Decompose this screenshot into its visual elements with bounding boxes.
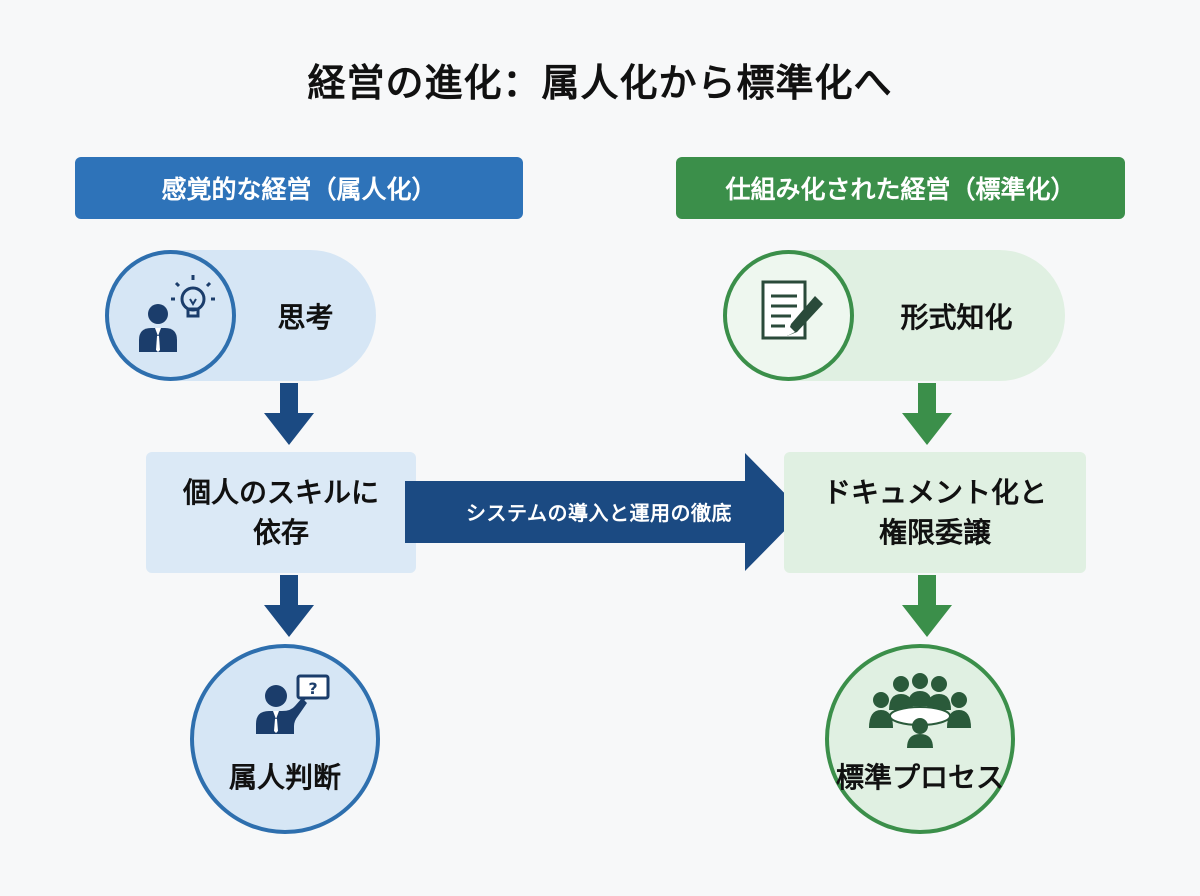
right-column-header: 仕組み化された経営（標準化） bbox=[676, 157, 1125, 219]
left-step3-label: 属人判断 bbox=[228, 761, 341, 794]
document-pencil-icon bbox=[761, 280, 823, 340]
page-title: 経営の進化：属人化から標準化へ bbox=[307, 61, 893, 105]
right-arrow-down-2 bbox=[902, 575, 952, 637]
right-step2-box: ドキュメント化と 権限委譲 bbox=[784, 452, 1086, 573]
transition-arrow-label: システムの導入と運用の徹底 bbox=[466, 501, 732, 525]
right-step1-icon-circle bbox=[723, 250, 854, 381]
transition-arrow bbox=[405, 453, 803, 571]
right-step3-circle: 標準プロセス bbox=[825, 644, 1015, 834]
left-step2-box: 個人のスキルに 依存 bbox=[146, 452, 416, 573]
person-lightbulb-icon bbox=[139, 275, 215, 352]
left-step3-circle: ? 属人判断 bbox=[190, 644, 380, 834]
team-meeting-icon bbox=[869, 673, 971, 748]
right-arrow-down-1 bbox=[902, 383, 952, 445]
person-question-icon: ? bbox=[256, 674, 330, 734]
left-column-header: 感覚的な経営（属人化） bbox=[75, 157, 523, 219]
left-arrow-down-2 bbox=[264, 575, 314, 637]
svg-text:?: ? bbox=[308, 679, 317, 698]
left-arrow-down-1 bbox=[264, 383, 314, 445]
right-step3-label: 標準プロセス bbox=[835, 761, 1004, 794]
left-step1-label: 思考 bbox=[277, 300, 334, 334]
right-step2-line2: 権限委譲 bbox=[878, 515, 991, 549]
left-step1-icon-circle bbox=[105, 250, 236, 381]
left-step2-line2: 依存 bbox=[252, 515, 309, 549]
right-step1-label: 形式知化 bbox=[900, 300, 1013, 334]
left-step2-line1: 個人のスキルに bbox=[182, 476, 379, 510]
right-step2-line1: ドキュメント化と bbox=[822, 476, 1047, 510]
